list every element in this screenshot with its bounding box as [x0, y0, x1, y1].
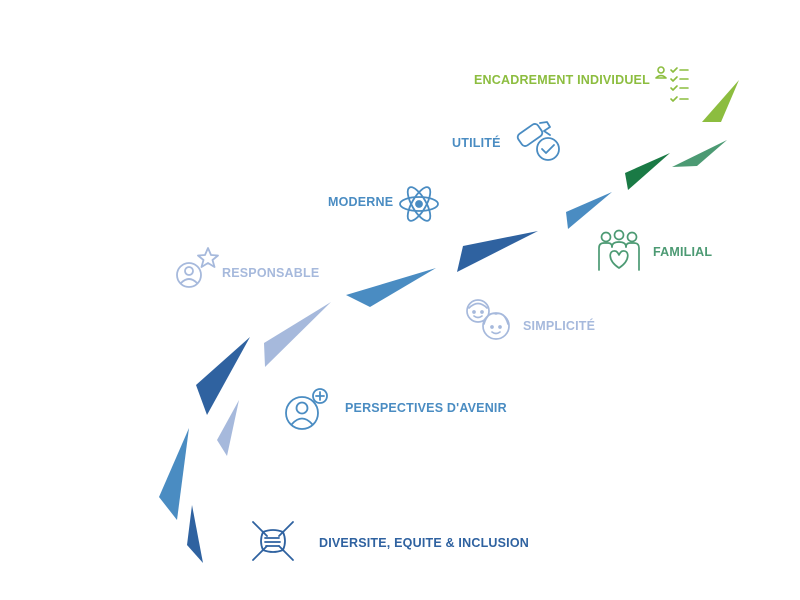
label-encadrement-individuel: ENCADREMENT INDIVIDUEL — [474, 73, 650, 87]
shard — [196, 337, 250, 415]
person-star-icon — [175, 246, 221, 292]
label-utilite: UTILITÉ — [452, 136, 501, 150]
atom-icon — [398, 183, 440, 225]
shard — [264, 302, 331, 367]
label-perspectives-d-avenir: PERSPECTIVES D'AVENIR — [345, 401, 507, 415]
joined-hands-icon — [249, 518, 297, 564]
two-faces-icon — [464, 297, 514, 343]
shard — [457, 231, 538, 272]
label-diversite-equite-inclusion: DIVERSITE, EQUITE & INCLUSION — [319, 536, 529, 550]
checklist-person-icon — [652, 66, 692, 106]
shard — [566, 192, 612, 229]
label-moderne: MODERNE — [328, 195, 394, 209]
wrench-check-icon — [516, 120, 562, 164]
shard — [672, 140, 727, 167]
label-familial: FAMILIAL — [653, 245, 713, 259]
label-responsable: RESPONSABLE — [222, 266, 320, 280]
person-plus-icon — [283, 386, 331, 434]
shard — [159, 428, 189, 520]
shard — [625, 153, 670, 190]
shard — [346, 268, 436, 307]
shard — [702, 80, 739, 122]
shard — [187, 505, 203, 563]
shard — [217, 400, 239, 456]
family-heart-icon — [597, 229, 641, 274]
label-simplicite: SIMPLICITÉ — [523, 319, 596, 333]
